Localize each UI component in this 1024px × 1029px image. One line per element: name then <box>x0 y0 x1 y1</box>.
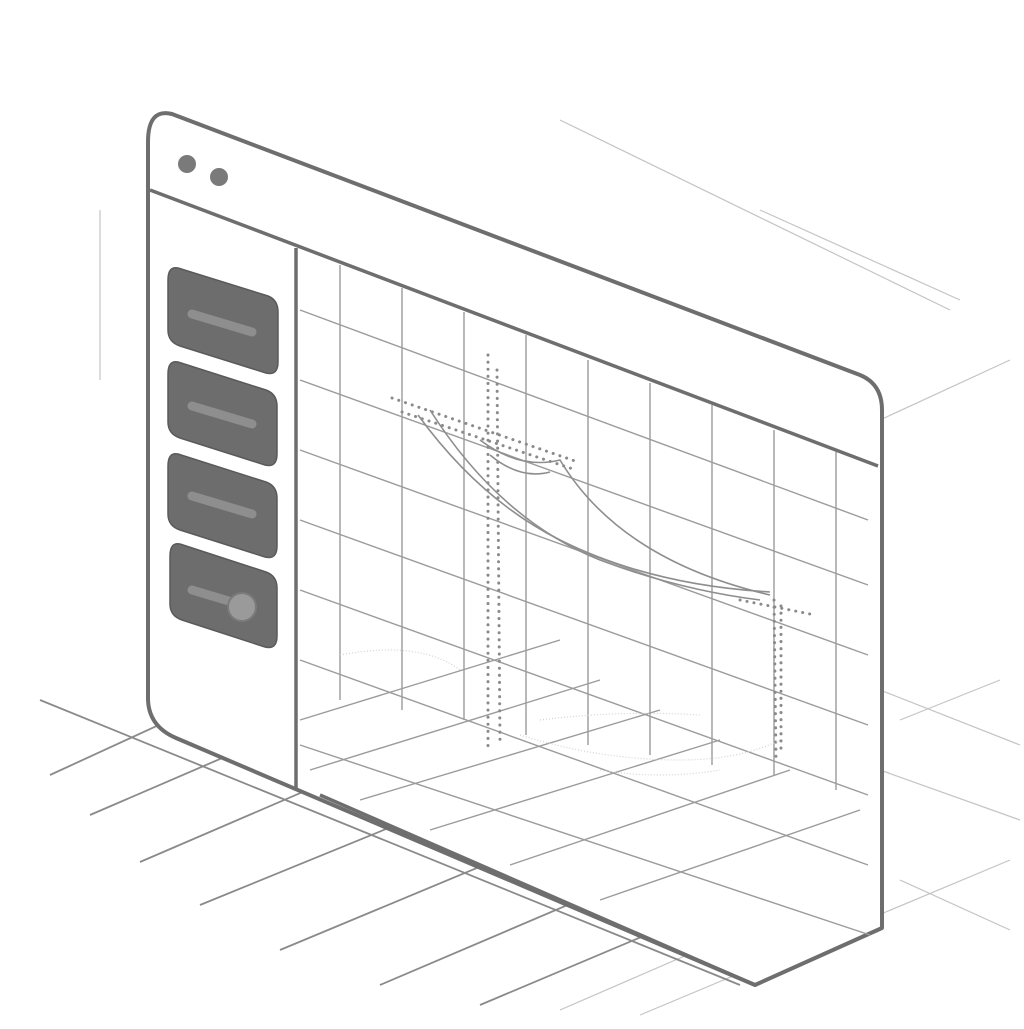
chart-grid <box>299 265 871 936</box>
curve-line <box>429 409 761 601</box>
bar-icon <box>187 309 257 337</box>
window-frame <box>146 111 884 987</box>
sidebar-slider-control[interactable] <box>169 543 278 649</box>
slider-knob[interactable] <box>227 592 257 622</box>
curve-line <box>489 454 551 475</box>
window-controls <box>178 155 228 186</box>
sidebar-button-1[interactable] <box>167 267 279 375</box>
curve-line <box>479 439 771 596</box>
window-dot[interactable] <box>178 155 196 173</box>
dotted-top-edge <box>400 410 578 472</box>
slider-track <box>187 585 237 607</box>
sidebar-button-3[interactable] <box>167 453 278 559</box>
sketch-noise <box>339 649 781 776</box>
window-dot[interactable] <box>210 168 228 186</box>
dotted-top-edge <box>390 396 580 464</box>
sidebar <box>167 267 279 649</box>
window-bottom-edge <box>319 793 756 987</box>
bar-icon <box>187 401 257 429</box>
chart-curves <box>417 409 771 601</box>
window-titlebar-divider <box>149 188 879 468</box>
sidebar-button-2[interactable] <box>167 361 278 467</box>
bar-icon <box>187 491 257 519</box>
dotted-vertical-guide <box>495 368 502 744</box>
browser-window <box>146 111 884 987</box>
chart-annotations <box>390 353 812 762</box>
